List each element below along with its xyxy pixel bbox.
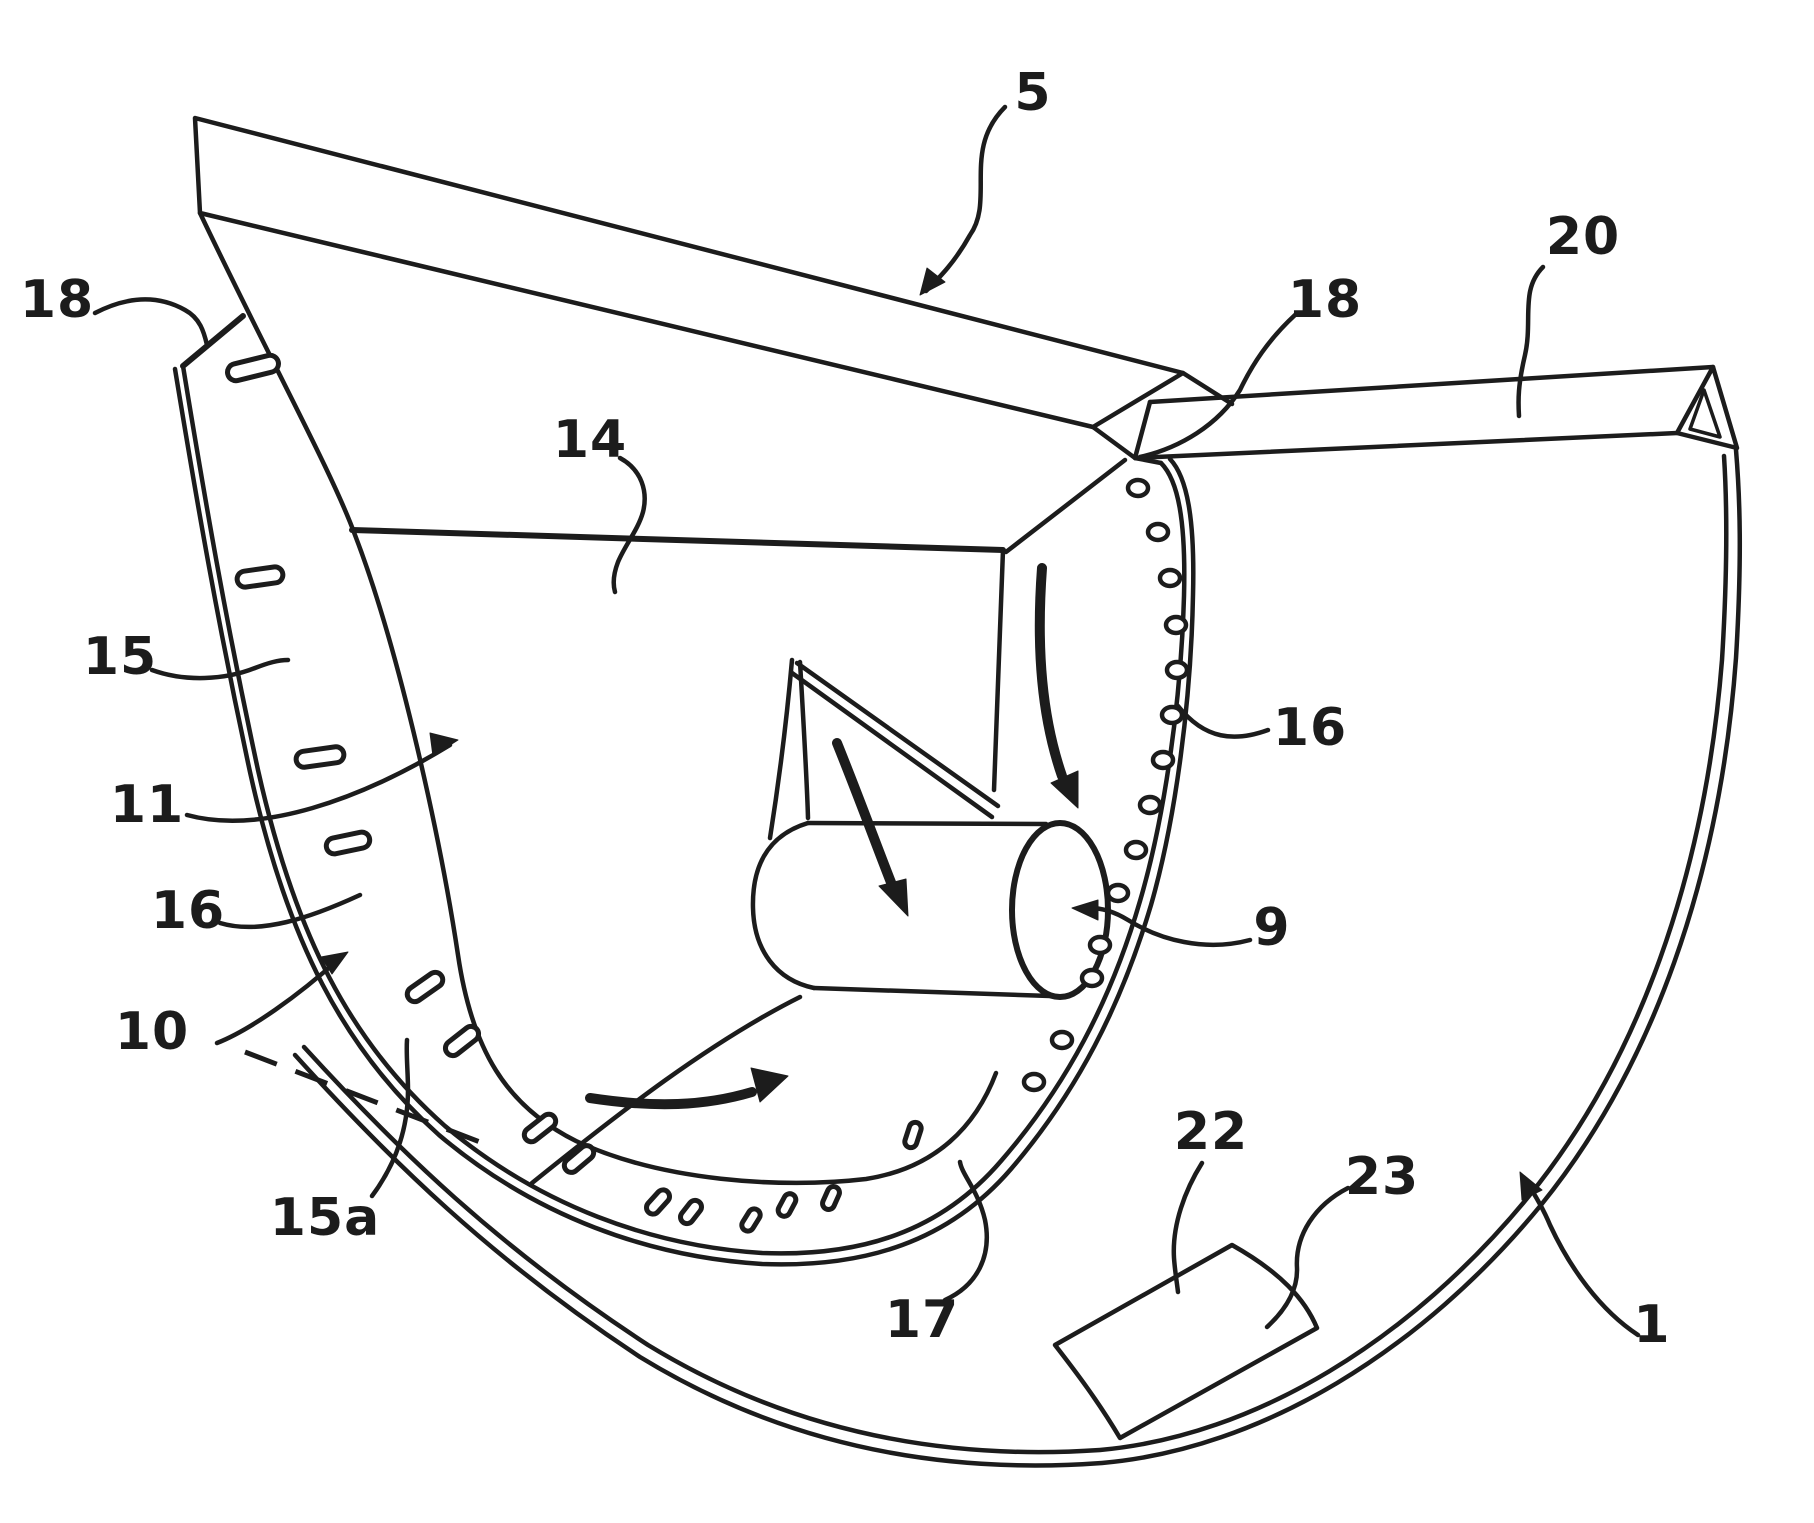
shell-outer-rim [292,447,1743,1468]
leader-9-arrowhead [1071,899,1099,921]
leader-5-arrowhead [919,267,946,296]
leader-15 [149,657,291,681]
ref-label-17: 17 [884,1290,960,1350]
ref-label-11: 11 [109,775,185,835]
leader-10 [214,955,343,1046]
ref-label-20: 20 [1545,207,1621,267]
ref-label-23: 23 [1344,1147,1420,1207]
edge-bar [1132,364,1740,461]
leader-11-arrowhead [429,732,459,757]
flow-arrow-down-right [1034,563,1079,809]
slotted-band-outer-edge [172,313,1196,1267]
leader-23 [1264,1185,1351,1330]
ref-label-1: 1 [1633,1295,1671,1355]
edge-holes [1021,477,1190,1093]
flow-arrow-down-funnel [832,738,909,917]
leader-1-arrowhead [1519,1171,1543,1201]
leader-10-arrowhead [320,951,349,975]
leader-11 [184,742,453,823]
leader-1 [1521,1175,1641,1338]
leader-14 [611,455,647,595]
ref-label-16-left: 16 [150,881,226,941]
chute-edge [789,670,995,820]
ref-label-5: 5 [1014,63,1052,123]
leader-18-mid [1137,312,1298,460]
flow-arrow-rotation [585,1067,789,1110]
leader-18-left [92,297,210,348]
discharge-cylinder [750,820,1111,1000]
ref-label-15: 15 [82,627,158,687]
slotted-band-inner-edge [197,210,999,1186]
leader-lines [92,104,1641,1338]
leader-9 [1081,905,1253,947]
ref-label-16-right: 16 [1272,698,1348,758]
ref-label-22: 22 [1173,1102,1249,1162]
leader-17 [942,1159,989,1303]
ref-label-18-left: 18 [19,270,95,330]
ref-label-9: 9 [1253,898,1291,958]
leader-16-right [1175,703,1271,739]
leader-16-left [217,892,363,930]
floor-fold-line [529,994,803,1186]
band-end-bracket [180,313,246,369]
leader-22 [1171,1160,1205,1295]
top-panel [192,115,1186,430]
leader-15a [369,1037,411,1199]
inner-wall-edges [349,457,1128,793]
ref-label-14: 14 [552,410,628,470]
ref-label-18-mid: 18 [1287,270,1363,330]
funnel-deflector [767,657,1001,841]
dashed-axis-line [244,1049,481,1145]
wear-plate-patch [1052,1242,1320,1441]
band-slots [225,352,924,1234]
ref-label-15a: 15a [269,1188,381,1248]
ref-label-10: 10 [114,1002,190,1062]
leader-5 [923,104,1008,294]
leader-20 [1516,264,1546,419]
chute-edge [794,660,1001,809]
